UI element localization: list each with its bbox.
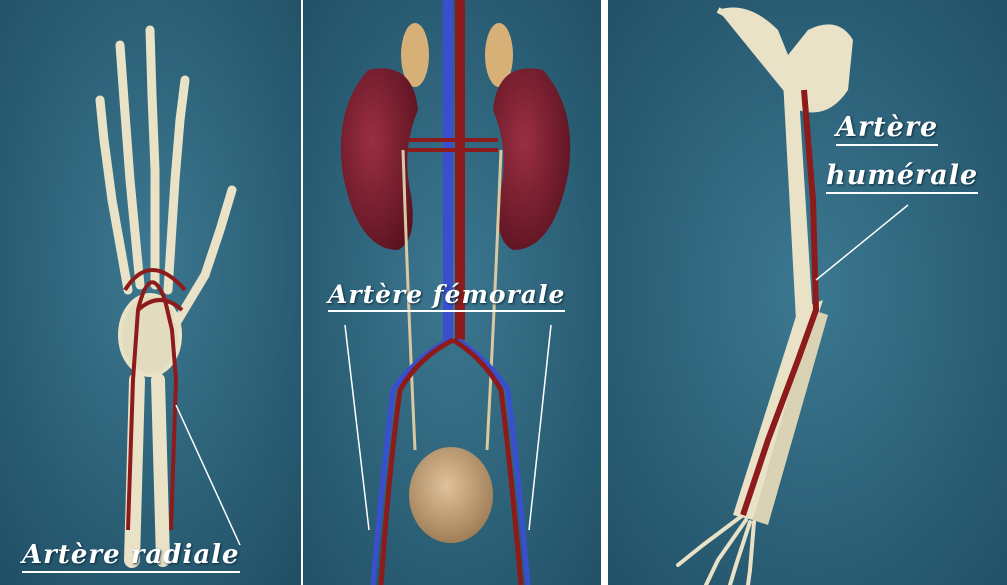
panel-arm-brachial-artery: Artère humérale [608, 0, 1007, 585]
brachial-artery-label-line2: humérale [826, 160, 978, 194]
arm-illustration [608, 0, 1007, 585]
panel-hand-radial-artery: Artère radiale [0, 0, 301, 585]
brachial-artery-label-line1: Artère [836, 112, 938, 146]
panel-kidney-femoral-artery: Artère fémorale [303, 0, 601, 585]
hand-illustration [0, 0, 301, 585]
radial-artery-label: Artère radiale [22, 540, 240, 573]
femoral-artery-label: Artère fémorale [328, 280, 565, 312]
